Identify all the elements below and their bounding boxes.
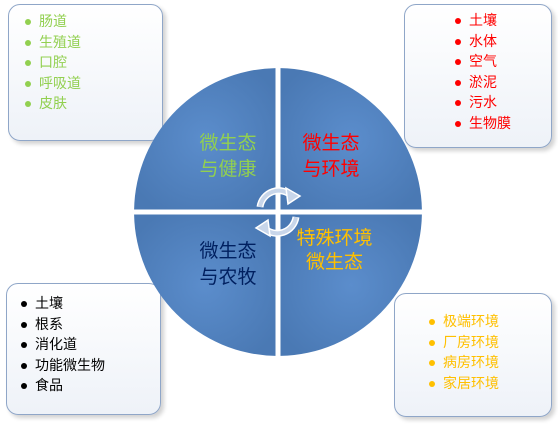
list-item-label: 厂房环境 — [443, 334, 499, 351]
list-item-label: 土壤 — [35, 296, 63, 312]
quadrant-label-line: 微生态 — [199, 240, 257, 262]
list-item-label: 皮肤 — [39, 96, 67, 112]
list-item-label: 病房环境 — [443, 355, 499, 371]
list-item: 厂房环境 — [423, 333, 551, 354]
quadrant-label-text: 特殊环境微生态 — [296, 227, 373, 273]
bullet-icon — [21, 383, 27, 389]
list-item: 水体 — [449, 32, 551, 53]
list-item-label: 家居环境 — [443, 375, 499, 392]
quadrant-label-environment: 微生态 与环境 — [285, 130, 377, 182]
list-item-label: 食品 — [35, 378, 63, 394]
bullet-icon — [455, 79, 461, 86]
list-item: 淤泥 — [449, 73, 551, 94]
list-item-label: 生物膜 — [469, 115, 511, 132]
list-item: 生物膜 — [449, 114, 551, 135]
quadrant-special-environment — [280, 214, 422, 356]
list-item-label: 功能微生物 — [35, 357, 105, 374]
circular-arrows-icon — [254, 186, 302, 238]
list-item: 空气 — [449, 52, 551, 73]
list-item: 口腔 — [19, 53, 162, 74]
list-item: 肠道 — [19, 12, 162, 33]
agriculture-list-box: 土壤 根系 消化道 功能微生物 食品 — [6, 283, 161, 415]
bullet-icon — [21, 362, 27, 369]
bullet-icon — [455, 18, 461, 24]
list-item: 食品 — [15, 376, 160, 397]
list-item-label: 极端环境 — [443, 314, 499, 330]
list-item: 病房环境 — [423, 353, 551, 374]
bullet-icon — [21, 301, 27, 307]
health-list-box: 肠道 生殖道 口腔 呼吸道 皮肤 — [8, 4, 163, 141]
list-item: 皮肤 — [19, 94, 162, 115]
bullet-icon — [429, 339, 435, 346]
list-item-label: 呼吸道 — [39, 75, 81, 92]
bullet-icon — [25, 101, 31, 107]
bullet-icon — [25, 60, 31, 66]
list-item: 家居环境 — [423, 374, 551, 395]
quadrant-label-line: 微生态 — [302, 132, 360, 154]
bullet-icon — [455, 38, 461, 45]
list-item-label: 肠道 — [39, 14, 67, 30]
bullet-icon — [21, 342, 27, 348]
list-item: 呼吸道 — [19, 74, 162, 95]
quadrant-label-agriculture: 微生态 与农牧 — [183, 238, 273, 290]
quadrant-label-line: 微生态 — [199, 132, 257, 154]
list-item-label: 水体 — [469, 33, 497, 50]
list-item: 土壤 — [449, 11, 551, 32]
list-item: 根系 — [15, 315, 160, 336]
quadrant-label-line: 与农牧 — [199, 266, 257, 288]
list-item-label: 污水 — [469, 95, 497, 111]
list-item: 土壤 — [15, 294, 160, 315]
quadrant-label-health: 微生态 与健康 — [183, 130, 273, 182]
bullet-icon — [455, 120, 461, 127]
bullet-icon — [429, 319, 435, 325]
bullet-icon — [25, 39, 31, 46]
quadrant-environment — [280, 68, 422, 210]
list-item-label: 生殖道 — [39, 34, 81, 51]
list-item-label: 空气 — [469, 54, 497, 70]
bullet-icon — [25, 80, 31, 87]
quadrant-agriculture — [134, 214, 276, 356]
quadrant-label-line: 与健康 — [199, 158, 257, 180]
list-item-label: 口腔 — [39, 55, 67, 71]
list-item: 极端环境 — [423, 312, 551, 333]
special-environment-list-box: 极端环境 厂房环境 病房环境 家居环境 — [394, 293, 552, 417]
list-item-label: 淤泥 — [469, 74, 497, 91]
bullet-icon — [455, 59, 461, 65]
list-item-label: 根系 — [35, 316, 63, 333]
bullet-icon — [25, 19, 31, 25]
list-item-label: 消化道 — [35, 337, 77, 353]
bullet-icon — [429, 360, 435, 366]
list-item: 生殖道 — [19, 33, 162, 54]
quadrant-label-line: 与环境 — [302, 158, 360, 180]
list-item-label: 土壤 — [469, 13, 497, 29]
bullet-icon — [455, 100, 461, 106]
bullet-icon — [429, 380, 435, 387]
bullet-icon — [21, 321, 27, 328]
environment-list-box: 土壤 水体 空气 淤泥 污水 生物膜 — [404, 4, 552, 148]
list-item: 污水 — [449, 93, 551, 114]
list-item: 功能微生物 — [15, 356, 160, 377]
quadrant-label-special-environment: 特殊环境微生态 — [292, 226, 377, 274]
quadrant-health — [134, 68, 276, 210]
list-item: 消化道 — [15, 335, 160, 356]
